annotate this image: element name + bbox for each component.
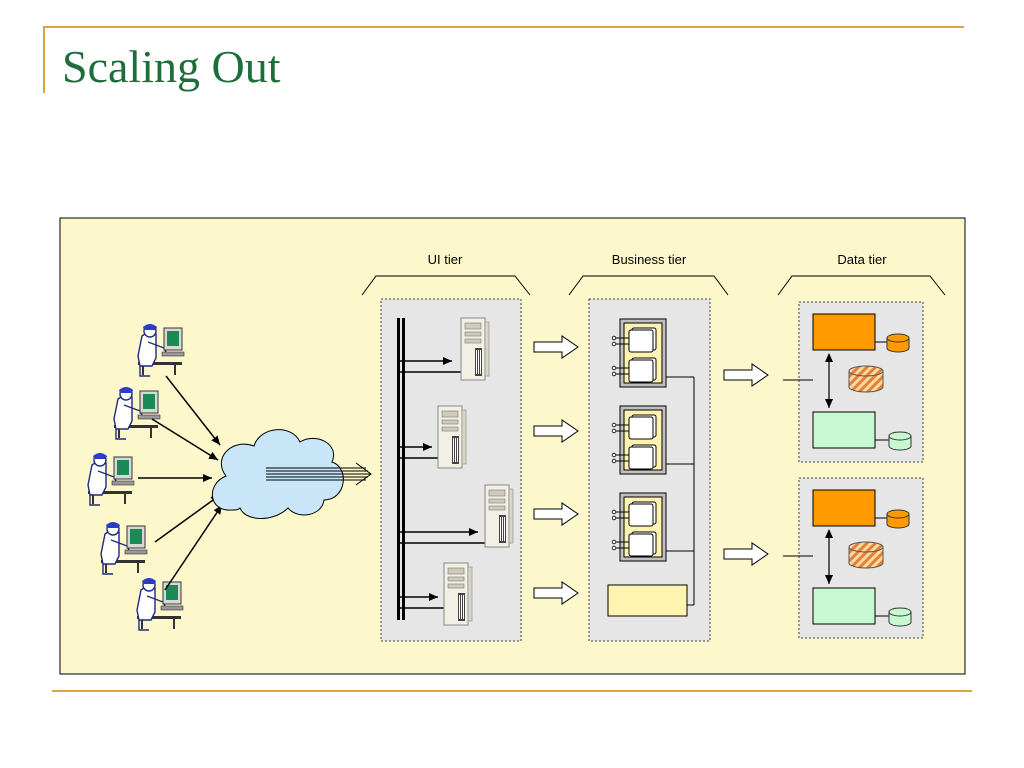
tier-label-ui: UI tier [428, 252, 463, 267]
user-to-cloud-arrow [151, 418, 219, 461]
footer-rule [52, 690, 972, 692]
slide-title: Scaling Out [62, 41, 281, 92]
ui-bus-line [397, 318, 400, 620]
ui-bus-line [402, 318, 405, 620]
ui-server-icon [443, 562, 473, 626]
business-component [611, 318, 667, 388]
business-connector [666, 376, 695, 606]
data-node [783, 478, 923, 638]
business-component-placeholder [607, 584, 688, 617]
user-to-cloud-arrow [154, 494, 221, 543]
business-component [611, 405, 667, 475]
user-to-cloud-arrow [164, 504, 223, 591]
tier-label-business: Business tier [612, 252, 687, 267]
business-component [611, 492, 667, 562]
user-to-cloud-arrow [165, 375, 221, 446]
tier-brace-business [568, 275, 729, 296]
ui-server-icon [484, 484, 514, 548]
tier-brace-data [777, 275, 946, 296]
cloud-to-ui-tier-arrow [266, 462, 372, 486]
data-node [783, 302, 923, 462]
tier-label-data: Data tier [837, 252, 887, 267]
tier-brace-ui [361, 275, 531, 296]
title-accent-horizontal [43, 26, 964, 28]
ui-server-icon [437, 405, 467, 469]
title-accent-vertical [43, 26, 45, 93]
ui-server-icon [460, 317, 490, 381]
